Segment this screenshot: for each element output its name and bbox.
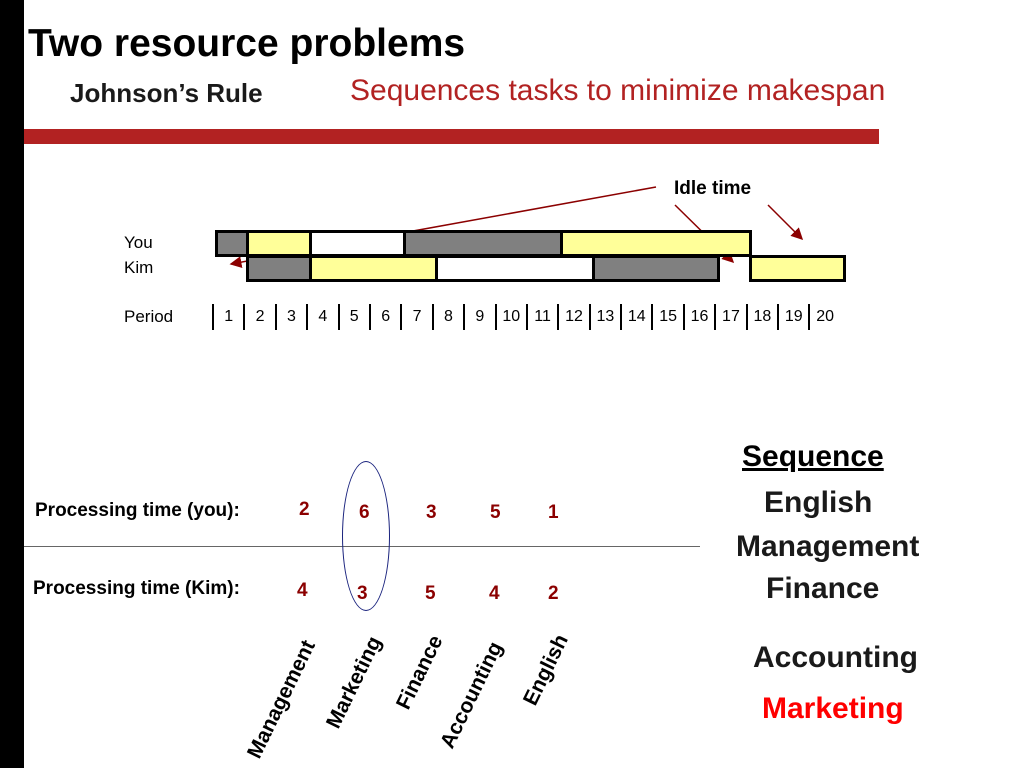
- arrow-to-you-end-idle: [767, 204, 804, 241]
- period-cell: 15: [651, 304, 682, 330]
- period-cell: 9: [463, 304, 494, 330]
- period-cell: 18: [745, 304, 777, 330]
- period-cell: 7: [400, 304, 431, 330]
- period-cell: 20: [808, 304, 839, 330]
- gantt-bar-kim-3: [434, 255, 595, 282]
- sequence-item-2: Management: [736, 530, 920, 563]
- row-label-kim: Kim: [124, 258, 154, 277]
- sequence-item-3: Finance: [766, 572, 880, 605]
- marketing-highlight-oval: [342, 461, 390, 611]
- period-cell: 5: [337, 304, 369, 330]
- period-cell: 2: [243, 304, 274, 330]
- sequence-heading: Sequence: [742, 440, 884, 473]
- slide-subtitle: Johnson’s Rule: [70, 78, 263, 108]
- period-cell: 17: [714, 304, 745, 330]
- you-time-accounting: 5: [490, 502, 501, 523]
- slide-tagline: Sequences tasks to minimize makespan: [350, 74, 886, 107]
- row-label-you: You: [124, 233, 153, 252]
- gantt-bar-kim-4: [591, 255, 721, 282]
- sequence-item-4: Accounting: [753, 641, 918, 674]
- period-cell: 4: [306, 304, 337, 330]
- title-underline-rule: [24, 129, 879, 144]
- gantt-bar-kim-2: [309, 255, 438, 282]
- gantt-bar-you-3: [309, 230, 407, 257]
- period-cell: 14: [620, 304, 651, 330]
- period-cell: 12: [557, 304, 588, 330]
- gantt-bar-kim-1: [246, 255, 313, 282]
- kim-time-english: 2: [548, 583, 559, 604]
- you-time-finance: 3: [426, 502, 437, 523]
- sequence-item-1: English: [764, 486, 873, 519]
- processing-time-kim-label: Processing time (Kim):: [33, 578, 240, 599]
- period-label: Period: [124, 307, 174, 326]
- period-cell: 19: [777, 304, 808, 330]
- kim-time-management: 4: [297, 580, 308, 601]
- you-time-english: 1: [548, 502, 559, 523]
- kim-time-finance: 5: [425, 583, 436, 604]
- gantt-bar-you-4: [403, 230, 564, 257]
- period-cell: 13: [588, 304, 620, 330]
- gantt-bar-you-5: [560, 230, 752, 257]
- sequence-item-5: Marketing: [762, 692, 904, 725]
- period-cell: 16: [682, 304, 714, 330]
- period-cell: 8: [431, 304, 463, 330]
- period-cell: 10: [494, 304, 526, 330]
- period-cell: 3: [274, 304, 306, 330]
- processing-time-you-label: Processing time (you):: [35, 500, 240, 521]
- gantt-bar-you-1: [215, 230, 250, 257]
- you-time-management: 2: [299, 499, 310, 520]
- kim-time-accounting: 4: [489, 583, 500, 604]
- slide-title: Two resource problems: [28, 22, 466, 65]
- gantt-bar-you-2: [246, 230, 313, 257]
- left-accent-bar: [0, 0, 24, 768]
- idle-time-label: Idle time: [674, 178, 752, 199]
- gantt-bar-kim-5: [748, 255, 846, 282]
- period-cell: 1: [212, 304, 243, 330]
- period-cell: 11: [525, 304, 557, 330]
- period-cell: 6: [368, 304, 400, 330]
